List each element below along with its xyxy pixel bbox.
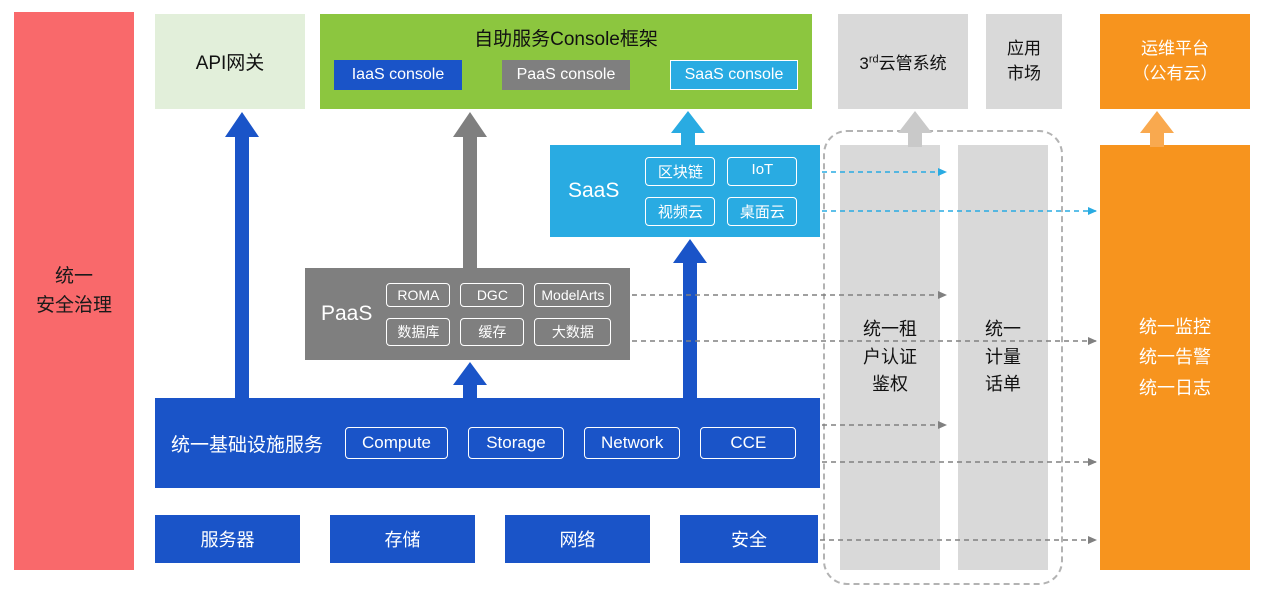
paas-service-roma: ROMA	[386, 282, 451, 307]
monitoring-bar-line2: 统一告警	[1139, 347, 1211, 368]
up-arrow-iaas-to-paas-icon	[453, 362, 487, 400]
third-party-cloud-mgmt-label: 3rd云管系统	[859, 49, 946, 74]
ops-platform-box: 运维平台 （公有云）	[1100, 14, 1250, 109]
iaas-layer-box: 统一基础设施服务 Compute Storage Network CCE	[155, 398, 820, 488]
iaas-service-storage: Storage	[468, 427, 564, 459]
up-arrow-paas-to-console-icon	[453, 112, 487, 270]
hardware-network-label: 网络	[559, 530, 596, 550]
paas-service-bigdata: 大数据	[534, 317, 612, 346]
console-framework-box: 自助服务Console框架 IaaS console PaaS console …	[320, 14, 812, 109]
iaas-layer-label: 统一基础设施服务	[171, 434, 324, 456]
security-bar-line1: 统一	[54, 265, 93, 287]
iaas-service-compute: Compute	[345, 427, 448, 459]
saas-service-iot: IoT	[727, 156, 798, 186]
monitoring-bar: 统一监控 统一告警 统一日志	[1100, 145, 1250, 570]
api-gateway-box: API网关	[155, 14, 305, 109]
up-arrow-monitoring-to-ops-platform-icon	[1140, 111, 1174, 147]
iaas-console-badge: IaaS console	[334, 60, 462, 90]
metering-bar-line3: 话单	[985, 374, 1021, 395]
saas-layer-box: SaaS 区块链 IoT 视频云 桌面云	[550, 145, 820, 237]
saas-service-video-cloud: 视频云	[645, 196, 716, 226]
paas-service-dgc: DGC	[460, 282, 525, 307]
hardware-server-box: 服务器	[155, 515, 300, 563]
ops-platform-line1: 运维平台	[1141, 38, 1209, 58]
up-arrow-saas-to-console-icon	[671, 111, 705, 147]
paas-services-grid: ROMA DGC ModelArts 数据库 缓存 大数据	[386, 282, 612, 346]
third-party-sup: rd	[868, 53, 879, 66]
hardware-storage-box: 存储	[330, 515, 475, 563]
up-arrow-iaas-to-api-gateway-icon	[225, 112, 259, 400]
tenant-services-dashed-container	[823, 130, 1063, 585]
metering-bar-line2: 计量	[985, 346, 1021, 367]
auth-bar-line1: 统一租	[863, 318, 917, 339]
paas-layer-label: PaaS	[321, 302, 373, 325]
security-governance-bar: 统一 安全治理	[14, 12, 134, 570]
paas-service-cache: 缓存	[460, 317, 525, 346]
console-badges-row: IaaS console PaaS console SaaS console	[320, 60, 812, 90]
auth-bar-line2: 户认证	[863, 346, 917, 367]
iaas-service-network: Network	[584, 427, 681, 459]
api-gateway-label: API网关	[195, 53, 265, 74]
console-framework-title: 自助服务Console框架	[474, 29, 658, 50]
monitoring-bar-line3: 统一日志	[1139, 377, 1211, 398]
ops-platform-line2: （公有云）	[1132, 63, 1218, 83]
up-arrow-iaas-to-saas-icon	[673, 239, 707, 400]
paas-console-badge: PaaS console	[502, 60, 630, 90]
third-party-rest: 云管系统	[878, 54, 947, 73]
saas-services-grid: 区块链 IoT 视频云 桌面云	[645, 156, 798, 226]
app-market-box: 应用 市场	[986, 14, 1062, 109]
app-market-line1: 应用	[1007, 38, 1041, 58]
iaas-service-cce: CCE	[700, 427, 797, 459]
metering-bar-line1: 统一	[985, 318, 1021, 339]
security-bar-line2: 安全治理	[35, 295, 112, 316]
paas-layer-box: PaaS ROMA DGC ModelArts 数据库 缓存 大数据	[305, 268, 630, 360]
iaas-services-row: Compute Storage Network CCE	[345, 427, 797, 459]
hardware-security-box: 安全	[680, 515, 818, 563]
monitoring-bar-line1: 统一监控	[1139, 316, 1211, 337]
saas-layer-label: SaaS	[568, 179, 620, 202]
hardware-security-label: 安全	[731, 530, 767, 550]
third-party-num: 3	[859, 54, 869, 73]
hardware-server-label: 服务器	[200, 530, 255, 550]
auth-bar-line3: 鉴权	[872, 374, 908, 395]
saas-console-badge: SaaS console	[670, 60, 798, 90]
auth-bar: 统一租 户认证 鉴权	[840, 145, 940, 570]
third-party-cloud-mgmt-box: 3rd云管系统	[838, 14, 968, 109]
metering-bar: 统一 计量 话单	[958, 145, 1048, 570]
saas-service-blockchain: 区块链	[645, 156, 716, 186]
hardware-storage-label: 存储	[384, 530, 421, 550]
paas-service-database: 数据库	[386, 317, 451, 346]
hardware-network-box: 网络	[505, 515, 650, 563]
saas-service-desktop-cloud: 桌面云	[727, 196, 798, 226]
paas-service-modelarts: ModelArts	[534, 282, 612, 307]
app-market-line2: 市场	[1007, 63, 1041, 83]
